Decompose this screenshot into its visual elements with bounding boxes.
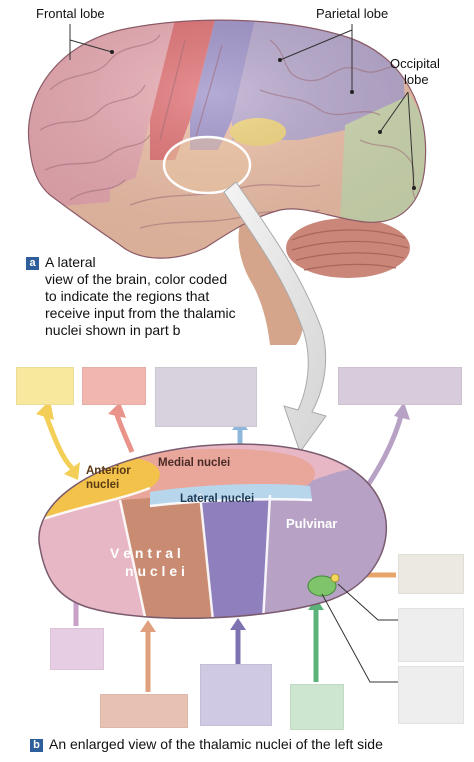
gyri-texture	[39, 34, 421, 229]
answer-box-bottom-2	[100, 694, 188, 728]
ventral-mid-region	[120, 492, 215, 619]
small-nucleus	[330, 573, 340, 583]
caption-a-line-4: receive input from the thalamic	[45, 305, 236, 321]
answer-box-bottom-3	[200, 664, 272, 726]
thalamus-outline	[38, 443, 387, 620]
thalamus-highlight-oval	[162, 135, 252, 195]
caption-a-line-2: view of the brain, color coded	[45, 271, 228, 287]
caption-b-badge: b	[30, 739, 43, 752]
connector-arrow	[223, 181, 327, 454]
leader-dots-a	[110, 50, 416, 190]
occipital-lobe-label-2: lobe	[404, 72, 429, 87]
answer-box-medial	[82, 367, 146, 405]
ventral-lateral-region	[200, 492, 270, 619]
answer-box-anterior	[16, 367, 74, 405]
answer-box-right-2	[398, 608, 464, 662]
pulvinar-label: Pulvinar	[286, 516, 337, 531]
caption-b-text: An enlarged view of the thalamic nuclei …	[49, 736, 383, 752]
cerebellum-folia	[291, 229, 409, 271]
geniculate-body	[307, 575, 337, 597]
parietal-lobe-label: Parietal lobe	[316, 6, 388, 21]
answer-box-bottom-4	[290, 684, 344, 730]
frontal-leader	[69, 24, 113, 60]
leader-lines-b	[321, 583, 398, 683]
occipital-leader	[379, 91, 415, 189]
answer-box-lateral	[155, 367, 257, 427]
answer-box-bottom-1	[50, 628, 104, 670]
answer-box-pulvinar	[338, 367, 462, 405]
caption-a-badge: a	[26, 257, 39, 270]
caption-a-line-3: to indicate the regions that	[45, 288, 210, 304]
medial-nuclei-label: Medial nuclei	[158, 457, 230, 469]
ventral-nuclei-label-1: V e n t r a l	[110, 545, 181, 561]
anterior-nuclei-label-2: nuclei	[86, 479, 119, 491]
frontal-lobe-label: Frontal lobe	[36, 6, 105, 21]
ventral-nuclei-label-2: n u c l e i	[125, 563, 185, 579]
occipital-lobe-label-1: Occipital	[390, 56, 440, 71]
lateral-nuclei-label: Lateral nuclei	[180, 493, 254, 505]
caption-a: a A lateral view of the brain, color code…	[26, 254, 286, 339]
cerebellum	[286, 218, 410, 278]
leader-lines-a	[69, 24, 415, 189]
caption-a-line-1: A lateral	[45, 254, 96, 270]
brain-illustration	[28, 19, 427, 345]
lateral-region	[150, 484, 312, 506]
anterior-nuclei-label-1: Anterior	[86, 465, 131, 477]
brain-outline	[28, 19, 427, 259]
caption-b: b An enlarged view of the thalamic nuclei…	[30, 736, 470, 753]
parietal-leader	[279, 24, 353, 92]
answer-box-right-1	[398, 554, 464, 594]
caption-a-line-5: nuclei shown in part b	[45, 322, 181, 338]
brainstem	[238, 222, 304, 345]
answer-box-right-3	[398, 666, 464, 724]
anterior-region	[40, 458, 160, 520]
